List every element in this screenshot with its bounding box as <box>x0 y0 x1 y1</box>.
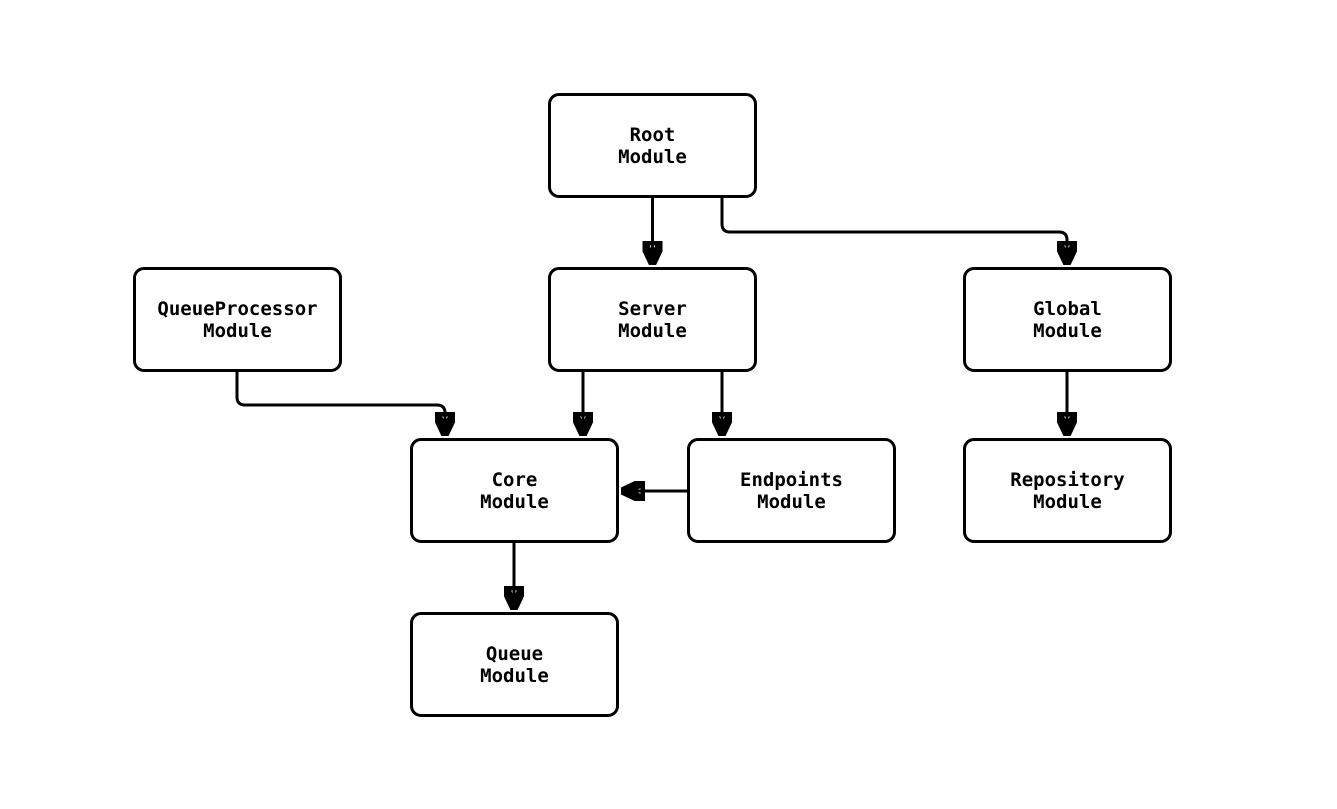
node-label-line: Server <box>618 297 687 320</box>
node-queueprocessor-module: QueueProcessor Module <box>133 267 342 372</box>
node-queue-module: Queue Module <box>410 612 619 717</box>
node-label-line: Root <box>629 123 676 146</box>
node-label-line: Core <box>491 468 538 491</box>
node-root-module: Root Module <box>548 93 757 198</box>
node-label-line: Module <box>757 490 826 513</box>
edge-root-to-global <box>720 198 1067 262</box>
node-label-line: Module <box>480 490 549 513</box>
node-label-line: Global <box>1033 297 1102 320</box>
node-label-line: Module <box>618 319 687 342</box>
node-label-line: Repository <box>1010 468 1125 491</box>
node-label-line: Queue <box>485 642 544 665</box>
node-label-line: Endpoints <box>740 468 843 491</box>
node-label-line: Module <box>203 319 272 342</box>
node-core-module: Core Module <box>410 438 619 543</box>
node-server-module: Server Module <box>548 267 757 372</box>
node-label-line: Module <box>480 664 549 687</box>
node-label-line: Module <box>618 145 687 168</box>
node-repository-module: Repository Module <box>963 438 1172 543</box>
node-label-line: Module <box>1033 490 1102 513</box>
node-label-line: Module <box>1033 319 1102 342</box>
node-label-line: QueueProcessor <box>157 297 318 320</box>
node-global-module: Global Module <box>963 267 1172 372</box>
edge-queueprocessor-to-core <box>235 372 445 433</box>
node-endpoints-module: Endpoints Module <box>687 438 896 543</box>
